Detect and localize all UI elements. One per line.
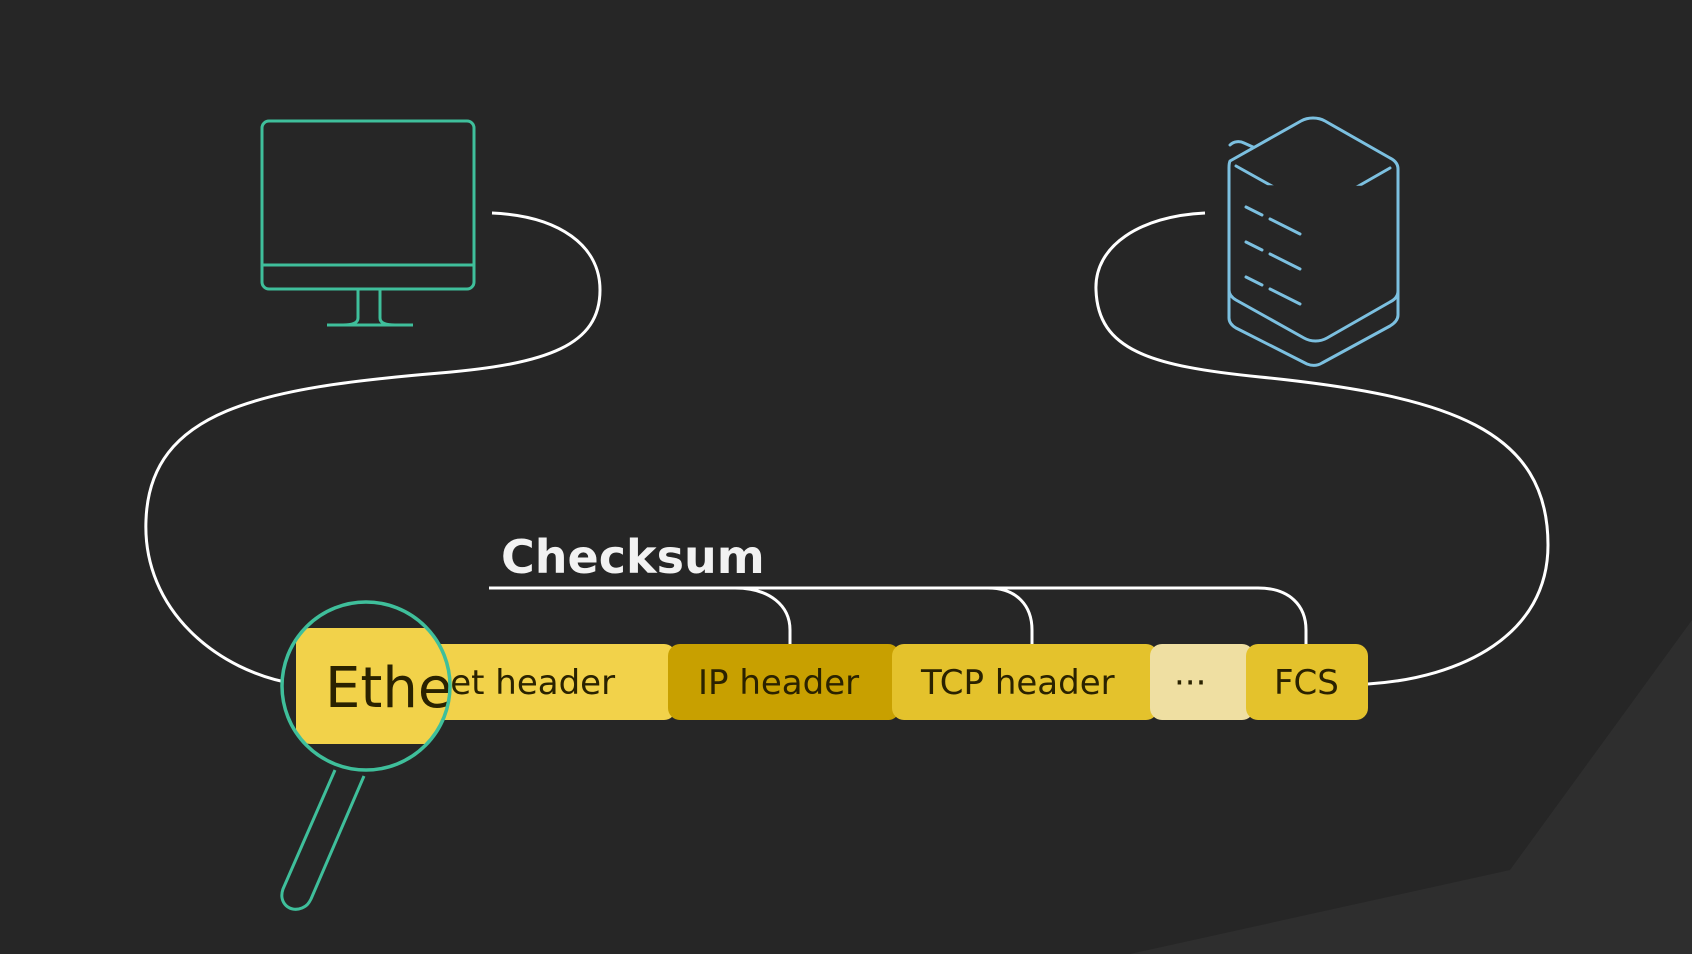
checksum-bracket (489, 586, 1308, 646)
packet-label-fcs: FCS (1274, 663, 1339, 703)
packet-segment-fcs (1246, 644, 1368, 720)
packet-label-tcp: TCP header (920, 663, 1115, 703)
checksum-label: Checksum (501, 530, 765, 584)
magnified-segment (296, 628, 450, 744)
left-cable (144, 211, 602, 686)
packet-label-ellipsis: ··· (1174, 663, 1206, 703)
packet-label-ip: IP header (698, 663, 859, 703)
packet-segment-ip (668, 644, 900, 720)
magnifier: Ethe (280, 600, 452, 911)
packet-segment-ellipsis (1150, 644, 1254, 720)
magnifier-handle (280, 769, 366, 911)
background-shade (1130, 620, 1692, 954)
server-units (1227, 116, 1400, 343)
magnifier-ring (280, 600, 452, 772)
right-cable (1094, 211, 1550, 686)
packet-segment-tcp (892, 644, 1158, 720)
monitor-icon (260, 119, 476, 327)
magnified-text: Ethe (325, 656, 452, 721)
